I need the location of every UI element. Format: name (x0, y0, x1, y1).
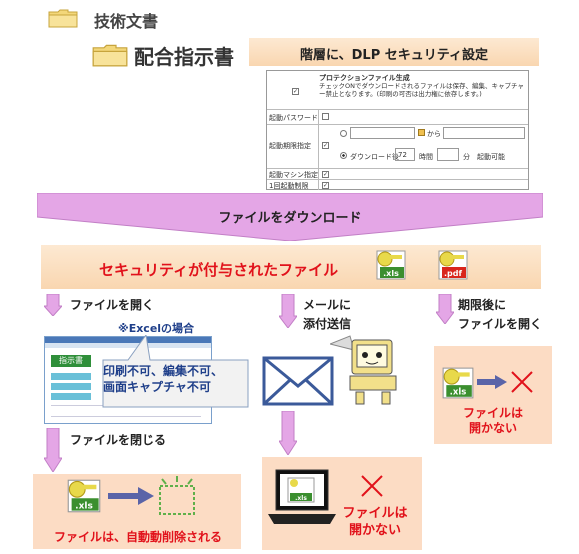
column-divider (318, 109, 319, 190)
settings-row: 1回起動制限 ✓ (267, 179, 528, 190)
sheet-row (51, 373, 91, 380)
mail-result-arrow (279, 411, 297, 455)
date-from-input[interactable] (350, 127, 415, 139)
settings-row: 起動期限指定 ✓ から ダウンロード後 72 時間 分 起動可能 (267, 124, 528, 168)
mail-label: メールに 添付送信 (303, 298, 352, 331)
open-arrow (44, 294, 62, 316)
hours-input[interactable]: 72 (395, 148, 415, 161)
excel-titlebar (45, 337, 211, 343)
settings-title: 階層に、DLP セキュリティ設定 (300, 48, 488, 63)
restriction-line-2: 画面キャプチャ不可 (103, 380, 211, 394)
pdf-icon-text: .pdf (444, 269, 462, 278)
mail-result-line-1: ファイルは (342, 506, 408, 521)
settings-row: 起動パスワード (267, 109, 528, 124)
cross-icon (361, 475, 383, 497)
expired-label: 期限後に ファイルを開く (458, 298, 543, 331)
expired-arrow (436, 294, 454, 324)
protection-description: チェックONでダウンロードされるファイルは保存、編集、キャプチャー禁止となります… (319, 82, 524, 98)
download-arrow (37, 193, 543, 241)
secured-file-label: セキュリティが付与されたファイル (99, 261, 339, 279)
expiry-checkbox[interactable]: ✓ (322, 142, 329, 149)
download-arrow-label: ファイルをダウンロード (218, 211, 362, 226)
deleted-file-icon (159, 476, 195, 515)
range-to-label: から (427, 130, 441, 138)
hours-unit: 時間 (419, 153, 433, 161)
machine-checkbox[interactable]: ✓ (322, 171, 329, 178)
laptop-icon: .xls (268, 469, 336, 524)
xls-icon-text: .xls (383, 269, 399, 278)
close-arrow (44, 428, 62, 472)
xls-icon-text: .xls (450, 388, 467, 398)
protection-title: プロテクションファイル生成 (319, 74, 410, 82)
xls-file-icon[interactable]: .xls (375, 249, 407, 281)
xls-file-icon: .xls (442, 367, 474, 399)
right-arrow-icon (477, 375, 507, 389)
right-arrow-icon (108, 487, 154, 505)
sheet-button[interactable]: 指示書 (51, 355, 91, 367)
expired-result-line-1: ファイルは (462, 406, 523, 420)
folder-icon (48, 9, 78, 28)
pc-mascot-icon (330, 335, 397, 405)
mail-result-line-2: 開かない (348, 523, 401, 538)
mail-arrow (279, 294, 297, 328)
row-label: 1回起動制限 (269, 182, 309, 190)
settings-panel: ✓ プロテクションファイル生成 チェックONでダウンロードされるファイルは保存、… (266, 70, 529, 190)
row-label: 起動期限指定 (269, 142, 311, 150)
sheet-row (51, 393, 91, 400)
restriction-callout (102, 335, 249, 408)
expired-result-line-2: 開かない (468, 421, 517, 435)
download-after-label: ダウンロード後 (350, 153, 399, 161)
close-file-label: ファイルを閉じる (70, 433, 167, 447)
once-checkbox[interactable]: ✓ (322, 182, 329, 189)
folder-label-child[interactable]: 配合指示書 (134, 45, 234, 69)
settings-row: 起動マシン指定 ✓ (267, 168, 528, 179)
pdf-file-icon[interactable]: .pdf (437, 249, 469, 281)
range-radio[interactable] (340, 130, 347, 137)
restriction-line-1: 印刷不可、編集不可、 (103, 364, 224, 378)
download-after-radio[interactable] (340, 152, 347, 159)
row-label: 起動マシン指定 (269, 171, 318, 179)
sheet-row (51, 383, 91, 390)
launch-tail: 起動可能 (477, 153, 505, 161)
auto-delete-box (33, 474, 241, 549)
date-to-input[interactable] (443, 127, 525, 139)
excel-toolbar (45, 343, 211, 348)
excel-note: ※Excelの場合 (118, 322, 195, 335)
auto-delete-text: ファイルは、自動動削除される (53, 530, 222, 544)
protection-checkbox[interactable]: ✓ (292, 88, 299, 95)
xls-icon-text: .xls (75, 501, 93, 511)
cross-icon (511, 371, 533, 393)
minutes-unit: 分 (463, 153, 470, 161)
minutes-input[interactable] (437, 148, 459, 161)
settings-title-band (249, 38, 539, 66)
folder-label-parent[interactable]: 技術文書 (94, 12, 159, 31)
password-checkbox[interactable] (322, 113, 329, 120)
calendar-icon[interactable] (418, 129, 425, 136)
envelope-icon (262, 356, 334, 406)
open-file-label: ファイルを開く (70, 298, 155, 312)
row-label: 起動パスワード (269, 114, 318, 122)
xls-file-icon: .xls (67, 479, 101, 513)
laptop-xls-text: .xls (295, 495, 307, 502)
folder-icon (92, 44, 128, 67)
